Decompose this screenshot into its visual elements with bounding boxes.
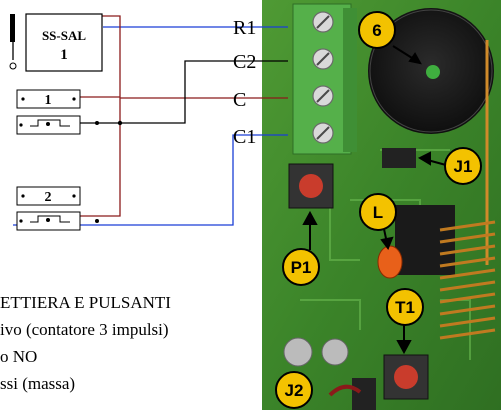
svg-text:J2: J2 <box>285 381 304 400</box>
wire-blue-c1 <box>13 134 288 226</box>
badge-p1: P1 <box>282 248 320 286</box>
terminal-label-c1: C1 <box>233 126 256 148</box>
pushbutton-t1-part <box>383 354 429 400</box>
wire-red-c <box>73 15 288 217</box>
switch-number: 1 <box>60 47 68 63</box>
badge-l: L <box>359 193 397 231</box>
description-line-4: ssi (massa) <box>0 374 75 393</box>
pushbutton-p1-part <box>288 163 334 209</box>
switch-title: SS-SAL <box>42 28 86 43</box>
badge-j2: J2 <box>275 371 313 409</box>
terminal-block <box>292 3 357 155</box>
led-l <box>377 245 403 279</box>
badges: 6 J1 L P1 T1 J2 <box>275 11 482 409</box>
terminal-label-r1: R1 <box>233 17 256 39</box>
svg-text:L: L <box>373 203 383 222</box>
badge-j1: J1 <box>444 147 482 185</box>
svg-text:J1: J1 <box>454 157 473 176</box>
description-line-1: ETTIERA E PULSANTI <box>0 293 171 312</box>
svg-text:6: 6 <box>372 21 381 40</box>
description-line-3: o NO <box>0 347 37 366</box>
wires <box>12 15 288 226</box>
pushbutton-2-number: 2 <box>45 190 52 205</box>
pushbutton-1: 1 <box>16 89 123 135</box>
coil-antenna <box>439 220 496 340</box>
wire-black-c2 <box>120 60 288 124</box>
badge-t1: T1 <box>386 288 424 326</box>
badge-6: 6 <box>358 11 396 49</box>
terminal-labels: R1 C2 C C1 <box>233 17 256 148</box>
jumper-j2-block <box>352 378 376 410</box>
jumper-j1-block <box>382 148 416 168</box>
description-block: ETTIERA E PULSANTI ivo (contatore 3 impu… <box>0 293 171 393</box>
pushbutton-2: 2 <box>16 186 99 231</box>
svg-text:T1: T1 <box>395 298 415 317</box>
terminal-label-c2: C2 <box>233 51 256 73</box>
pushbutton-1-number: 1 <box>45 93 52 108</box>
description-line-2: ivo (contatore 3 impulsi) <box>0 320 169 339</box>
svg-text:P1: P1 <box>291 258 312 277</box>
switch-ss-sal: SS-SAL 1 <box>9 13 103 72</box>
pcb-board <box>262 0 501 410</box>
buzzer-component <box>368 8 494 134</box>
terminal-label-c: C <box>233 89 246 111</box>
